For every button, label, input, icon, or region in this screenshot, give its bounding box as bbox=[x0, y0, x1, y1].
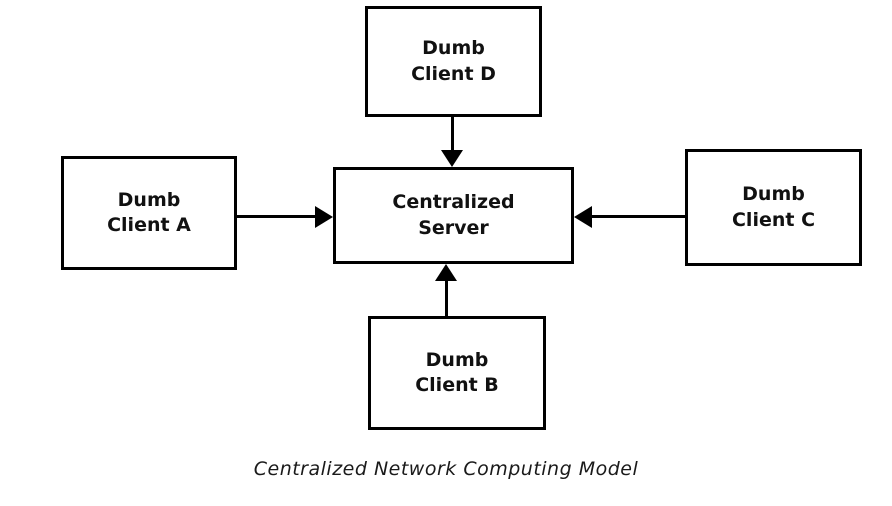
arrowhead-right-icon bbox=[315, 206, 333, 228]
node-centralized-server: Centralized Server bbox=[333, 167, 574, 264]
node-dumb-client-d: Dumb Client D bbox=[365, 6, 542, 117]
node-label-server: Centralized Server bbox=[392, 191, 515, 239]
node-label-client-a: Dumb Client A bbox=[107, 188, 191, 236]
diagram-caption: Centralized Network Computing Model bbox=[253, 458, 639, 480]
arrow-line-client-b-to-server bbox=[445, 280, 448, 316]
arrowhead-left-icon bbox=[574, 206, 592, 228]
arrow-line-client-a-to-server bbox=[237, 215, 317, 218]
arrowhead-up-icon bbox=[435, 264, 457, 281]
node-label-client-b: Dumb Client B bbox=[415, 348, 499, 396]
node-label-client-d: Dumb Client D bbox=[411, 37, 496, 85]
arrow-line-client-c-to-server bbox=[592, 215, 685, 218]
node-label-client-c: Dumb Client C bbox=[731, 183, 816, 231]
arrowhead-down-icon bbox=[441, 150, 463, 167]
node-dumb-client-b: Dumb Client B bbox=[368, 316, 546, 430]
node-dumb-client-c: Dumb Client C bbox=[685, 149, 862, 266]
node-dumb-client-a: Dumb Client A bbox=[61, 156, 237, 270]
arrow-line-client-d-to-server bbox=[451, 117, 454, 152]
